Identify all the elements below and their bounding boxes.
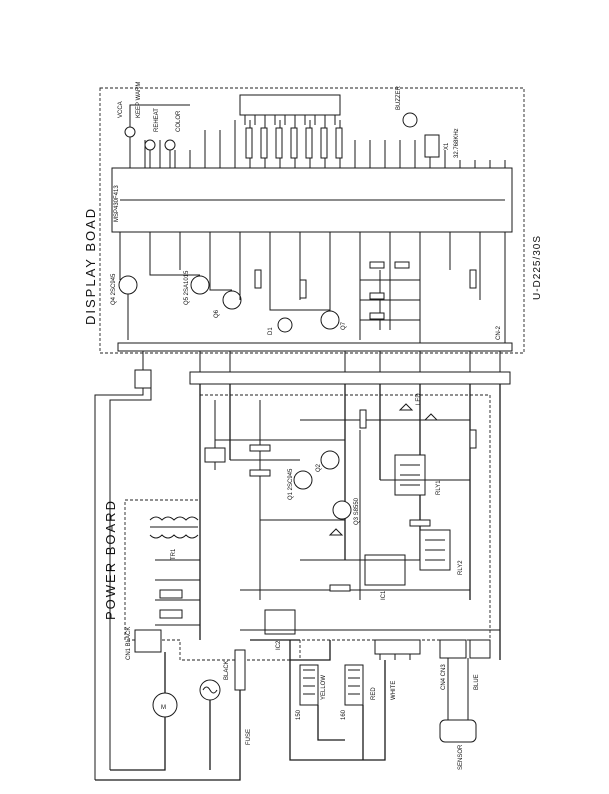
q5-label: Q5 2SA1015 [184, 270, 190, 305]
transistor-q7-icon [320, 310, 340, 330]
transformer-tr1 [149, 516, 199, 539]
zener-zd1 [328, 528, 344, 536]
keep-warm-label: KEEP WARM [136, 82, 142, 118]
bridge-rectifier [204, 447, 226, 463]
crystal-label: X1 [444, 142, 450, 150]
q3-label: Q3 S8550 [354, 497, 360, 525]
cn1-label: CN1 BLACK [126, 627, 132, 660]
thermal-fuse [234, 649, 246, 691]
power-board-section: POWER BOARD CN1 BLACK TR1 Q1 2SC945 Q2 Q… [95, 384, 501, 781]
connector-cn1 [134, 629, 162, 653]
connector-lower [374, 639, 421, 655]
transistor-q2-icon [320, 450, 340, 470]
red-wire-label: RED [371, 687, 377, 700]
motor-label: M [161, 705, 166, 711]
led-color-icon [164, 139, 176, 151]
white-wire-label: WHITE [391, 681, 397, 700]
blue-wire-label: BLUE [474, 674, 480, 690]
connector-cn-left [134, 369, 152, 389]
model-number: U-D225/30S [532, 235, 543, 300]
connector-cn2 [117, 342, 513, 352]
yellow-wire-label: YELLOW [321, 675, 327, 700]
sensor-label: SENSOR [458, 744, 464, 770]
display-board-outline [99, 87, 525, 354]
led-reheat-icon [144, 139, 156, 151]
temperature-sensor [439, 719, 477, 743]
heater-150-icon [299, 664, 319, 706]
d1-label: D1 [268, 327, 274, 335]
transistor-q6-icon [222, 290, 242, 310]
buzzer-label: BUZZER [396, 85, 402, 110]
ic1-label: IC1 [381, 590, 387, 600]
buzzer-icon [402, 112, 418, 128]
heater-150-label: 150 [296, 709, 302, 720]
fuse-label: FUSE [246, 729, 252, 745]
q1-label: Q1 2SC945 [288, 468, 294, 500]
ic2-label: IC2 [276, 640, 282, 650]
diode-d1-icon [277, 317, 293, 333]
led-group [124, 104, 190, 168]
tr1-label: TR1 [171, 548, 177, 560]
transistor-q5-icon [190, 275, 210, 295]
color-label: COLOR [176, 110, 182, 132]
heater-160-label: 160 [341, 709, 347, 720]
heater-elements [299, 664, 364, 706]
transistor-q3-icon [332, 500, 352, 520]
harness [94, 351, 511, 780]
connector-cn4 [439, 639, 467, 659]
display-transistors [118, 275, 340, 333]
crystal-x1 [424, 134, 440, 158]
connector-cn3 [469, 639, 491, 659]
transistor-q4-icon [118, 275, 138, 295]
reheat-label: REHEAT [154, 108, 160, 132]
segment-resistors [245, 127, 343, 159]
black-wire-label: BLACK [224, 660, 230, 680]
transistor-q1-icon [293, 470, 313, 490]
rly1-label: RLY1 [436, 480, 442, 495]
led-keep-warm-icon [124, 126, 136, 138]
display-board-section: MSP430F413 KEEP WARM REHEAT COLOR VCCA [83, 82, 543, 354]
power-led-icon [398, 403, 414, 411]
q2-label: Q2 [316, 463, 322, 472]
cn4-label: CN4 CN3 [441, 664, 447, 690]
ic-u1-label: MSP430F413 [114, 185, 120, 222]
power-led-label: LED [416, 393, 422, 405]
q7-label: Q7 [341, 321, 347, 330]
connector-cn-main [189, 371, 511, 385]
display-board-title: DISPLAY BOAD [83, 207, 98, 325]
rly2-label: RLY2 [458, 560, 464, 575]
cn2-label: CN-2 [496, 325, 502, 340]
q4-label: Q4 2SC945 [111, 273, 117, 305]
crystal-freq-label: 32.768KHz [454, 128, 460, 158]
heater-160-icon [344, 664, 364, 706]
lcd-connector [239, 94, 341, 116]
ic-u1-pins [119, 120, 506, 262]
zener-zd2 [423, 413, 439, 421]
power-board-title: POWER BOARD [103, 499, 118, 620]
q6-label: Q6 [214, 309, 220, 318]
vcca-top-label: VCCA [118, 101, 124, 118]
